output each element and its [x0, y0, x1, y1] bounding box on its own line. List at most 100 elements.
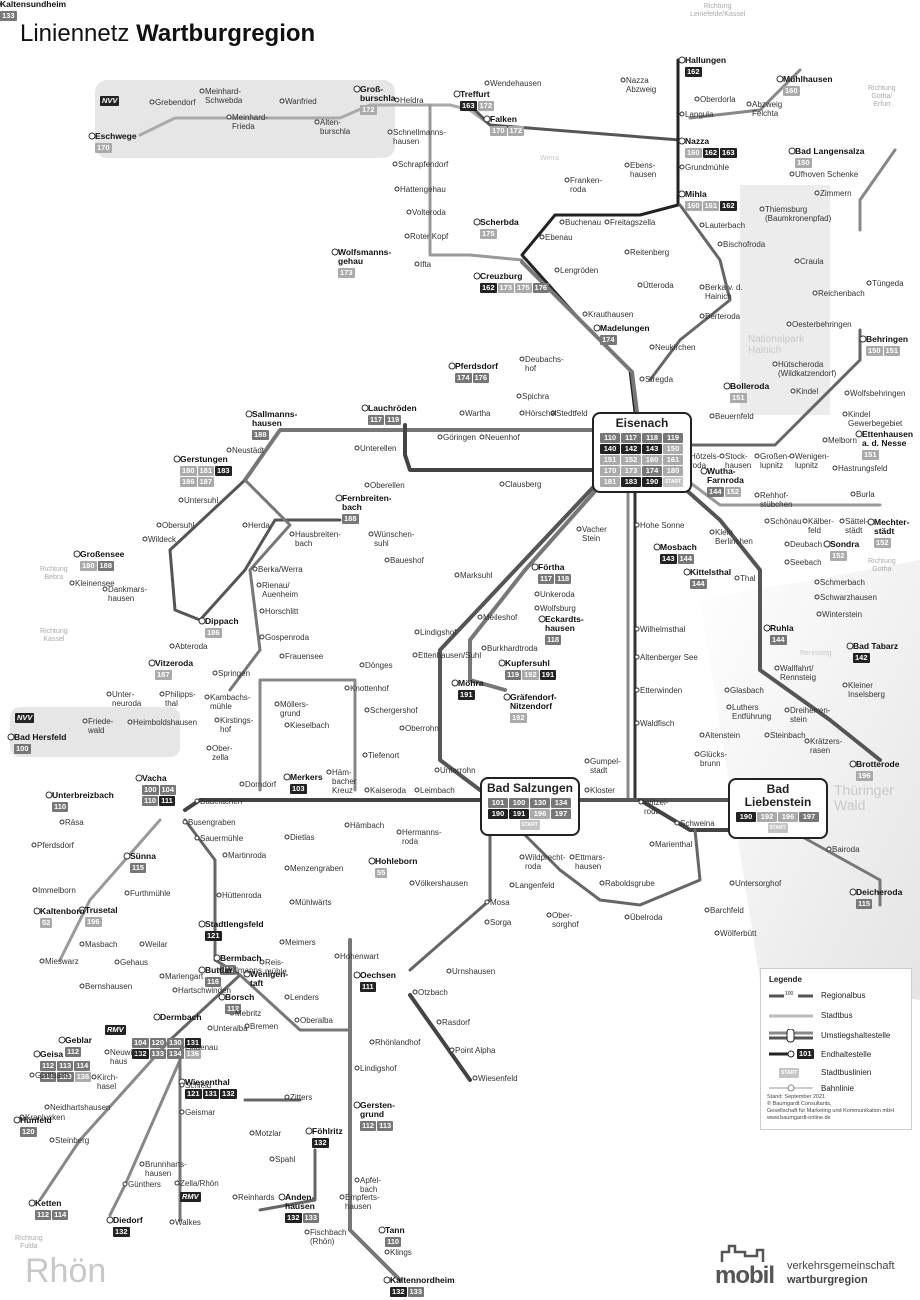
station[interactable]: Reitenberg — [630, 248, 669, 257]
station[interactable]: Baueshof — [390, 556, 424, 565]
station[interactable]: Wolfsburg — [540, 604, 576, 613]
station[interactable]: Schleid — [185, 1081, 211, 1090]
station[interactable]: Kirch- hasel — [97, 1073, 118, 1091]
station[interactable]: Gospenroda — [265, 633, 309, 642]
station[interactable]: Oesterbehringen — [792, 320, 852, 329]
station[interactable]: Kranlucken — [25, 1113, 65, 1122]
station[interactable]: Schrapfendorf — [398, 160, 448, 169]
station[interactable]: Grundmühle — [685, 163, 729, 172]
station[interactable]: Hohe Sonne — [640, 521, 684, 530]
station[interactable]: Pferdsdorf — [37, 841, 74, 850]
station[interactable]: Klein Berlinchen — [715, 528, 753, 546]
station[interactable]: Tiefenort — [368, 751, 399, 760]
station[interactable]: Krätzers- rasen — [810, 737, 842, 755]
station[interactable]: Lindigshof — [360, 1064, 396, 1073]
station[interactable]: Buchenau — [565, 218, 601, 227]
station[interactable]: Rhönlandhof — [375, 1038, 420, 1047]
station[interactable]: Sorga — [490, 918, 511, 927]
station[interactable]: Mebritz — [235, 1009, 261, 1018]
station[interactable]: Reichenbach — [818, 289, 865, 298]
station[interactable]: Untersorghof — [735, 879, 781, 888]
station[interactable]: Bernshausen — [85, 982, 132, 991]
station[interactable]: Frauensee — [285, 652, 323, 661]
station[interactable]: Wiesenfeld — [478, 1074, 518, 1083]
station[interactable]: Sauermühle — [200, 834, 243, 843]
station[interactable]: Wilhelmsthal — [640, 625, 685, 634]
station[interactable]: Kindel — [796, 387, 818, 396]
station[interactable]: Oberellen — [370, 481, 405, 490]
station[interactable]: Unterrohn — [440, 766, 476, 775]
station[interactable]: Deubachs- hof — [525, 355, 564, 373]
station[interactable]: Luthers Entführung — [732, 703, 771, 721]
station[interactable]: Stedtfeld — [556, 409, 588, 418]
station[interactable]: Bairoda — [832, 845, 860, 854]
station[interactable]: Witzel- roda — [644, 798, 668, 816]
station[interactable]: Roter Kopf — [410, 232, 448, 241]
station[interactable]: Günthers — [128, 1180, 161, 1189]
station[interactable]: Klings — [390, 1248, 412, 1257]
station[interactable]: Weilar — [145, 940, 168, 949]
station[interactable]: Burkhardtroda — [487, 644, 538, 653]
station[interactable]: Deubach — [790, 540, 822, 549]
station[interactable]: Badelachen — [200, 797, 242, 806]
station[interactable]: Wünschen- suhl — [374, 530, 414, 548]
station[interactable]: Etterwinden — [640, 686, 682, 695]
station[interactable]: Großen- lupnitz — [760, 452, 790, 470]
station[interactable]: Bischofroda — [723, 240, 765, 249]
station[interactable]: Ober- zella — [212, 744, 232, 762]
station[interactable]: Herda — [248, 521, 270, 530]
station[interactable]: Clausberg — [505, 480, 541, 489]
station[interactable]: Seebach — [790, 558, 822, 567]
station[interactable]: Hötzels- roda — [690, 452, 719, 470]
station[interactable]: Obersuhl — [162, 521, 194, 530]
station[interactable]: Oberrohn — [405, 724, 439, 733]
station[interactable]: Burla — [856, 490, 875, 499]
station[interactable]: Ettenhausen/Suhl — [418, 651, 481, 660]
station[interactable]: Martinroda — [228, 851, 266, 860]
station[interactable]: Göringen — [443, 433, 476, 442]
station[interactable]: Zimmern — [820, 189, 852, 198]
station[interactable]: Langula — [685, 110, 713, 119]
station[interactable]: Meinhard- Frieda — [232, 113, 268, 131]
station[interactable]: Schweina — [680, 819, 715, 828]
station[interactable]: Dönges — [365, 661, 393, 670]
station[interactable]: Mosa — [490, 898, 510, 907]
station[interactable]: Schergershof — [370, 706, 418, 715]
station[interactable]: Häm- bacher Kreuz — [332, 768, 356, 795]
station[interactable]: Thal — [740, 574, 756, 583]
station[interactable]: Freitagszella — [610, 218, 655, 227]
station[interactable]: Reinhards — [238, 1193, 274, 1202]
station[interactable]: Craula — [800, 257, 824, 266]
station[interactable]: Glücks- brunn — [700, 750, 727, 768]
station[interactable]: Kieselbach — [290, 721, 329, 730]
station[interactable]: Nazza Abzweig — [626, 76, 656, 94]
station[interactable]: Schönau — [770, 517, 802, 526]
station[interactable]: Stregda — [645, 375, 673, 384]
station[interactable]: Busengraben — [188, 818, 236, 827]
station[interactable]: Abteroda — [175, 642, 207, 651]
